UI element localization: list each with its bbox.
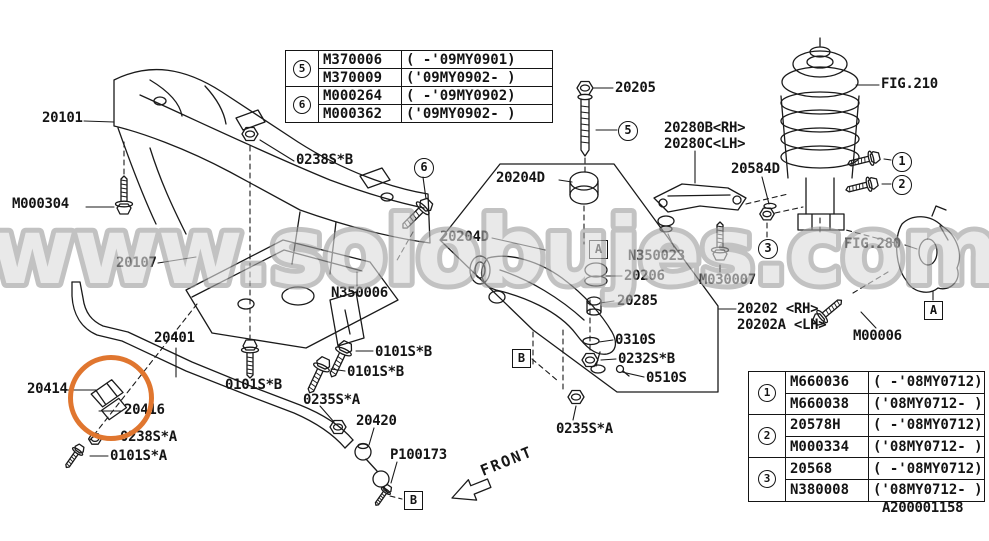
part-label-20204d-2: 20204D xyxy=(440,229,489,245)
model-range-cell: ('08MY0712- ) xyxy=(868,435,985,459)
table-callout-cell: 1 xyxy=(748,370,786,416)
model-range-cell: ('09MY0902- ) xyxy=(401,68,553,87)
part-label-0310s: 0310S xyxy=(615,332,656,348)
part-label-20280b: 20280B<RH> xyxy=(664,120,746,136)
part-number-cell: M370006 xyxy=(318,50,402,69)
part-number-cell: M000264 xyxy=(318,86,402,105)
model-range-cell: ( -'08MY0712) xyxy=(868,371,985,394)
applicability-table-top: 5 M370006 ( -'09MY0901) M370009 ('09MY09… xyxy=(285,50,553,123)
model-range-cell: ( -'08MY0712) xyxy=(868,457,985,480)
part-label-20285: 20285 xyxy=(617,293,658,309)
part-label-20107: 20107 xyxy=(116,255,157,271)
part-label-0101sb-1: 0101S*B xyxy=(375,344,432,360)
model-range-cell: ('08MY0712- ) xyxy=(868,478,985,502)
model-range-cell: ('09MY0902- ) xyxy=(401,104,553,123)
part-label-20280c: 20280C<LH> xyxy=(664,136,746,152)
part-label-0235sa-1: 0235S*A xyxy=(303,392,360,408)
part-label-20414: 20414 xyxy=(27,381,68,397)
part-label-20206: 20206 xyxy=(624,268,665,284)
model-range-cell: ('08MY0712- ) xyxy=(868,392,985,416)
part-label-0101sa: 0101S*A xyxy=(110,448,167,464)
front-arrow-icon xyxy=(452,479,491,500)
control-arm-inset xyxy=(440,80,718,405)
part-label-n350023: N350023 xyxy=(628,248,685,264)
part-number-cell: M000362 xyxy=(318,104,402,123)
callout-2: 2 xyxy=(892,175,912,195)
part-label-p100173: P100173 xyxy=(390,447,447,463)
part-number-cell: M660036 xyxy=(785,371,869,394)
part-number-cell: N380008 xyxy=(785,478,869,502)
part-label-m030007: M030007 xyxy=(699,272,756,288)
drawing-number: A200001158 xyxy=(882,500,964,516)
part-label-20202: 20202 <RH> xyxy=(737,301,819,317)
table-callout-cell: 5 xyxy=(285,50,319,87)
part-number-cell: M660038 xyxy=(785,392,869,416)
part-label-0232sb: 0232S*B xyxy=(618,351,675,367)
part-label-20205: 20205 xyxy=(615,80,656,96)
section-marker-b2: B xyxy=(404,491,423,510)
knuckle-drawing xyxy=(897,206,960,292)
part-label-0101sb-3: 0101S*B xyxy=(225,377,282,393)
figure-ref-fig280: FIG.280 xyxy=(844,236,901,252)
model-range-cell: ( -'08MY0712) xyxy=(868,414,985,437)
part-number-cell: M370009 xyxy=(318,68,402,87)
lower-control-arm-drawing xyxy=(482,256,616,354)
part-label-20204d-1: 20204D xyxy=(496,170,545,186)
part-label-m00006: M00006 xyxy=(853,328,902,344)
part-label-0101sb-2: 0101S*B xyxy=(347,364,404,380)
applicability-table-bottom: 1 M660036 ( -'08MY0712) M660038 ('08MY07… xyxy=(748,370,985,502)
section-marker-b1: B xyxy=(512,349,531,368)
section-marker-a2: A xyxy=(924,301,943,320)
callout-3: 3 xyxy=(758,239,778,259)
table-callout-cell: 6 xyxy=(285,86,319,123)
table-callout-cell: 2 xyxy=(748,414,786,459)
part-label-20101: 20101 xyxy=(42,110,83,126)
part-number-cell: M000334 xyxy=(785,435,869,459)
part-label-n350006: N350006 xyxy=(331,285,388,301)
part-number-cell: 20568 xyxy=(785,457,869,480)
part-label-20401: 20401 xyxy=(154,330,195,346)
callout-6: 6 xyxy=(414,158,434,178)
part-label-20420: 20420 xyxy=(356,413,397,429)
table-callout-cell: 3 xyxy=(748,457,786,502)
part-label-0235sa-2: 0235S*A xyxy=(556,421,613,437)
section-marker-a1: A xyxy=(589,240,608,259)
part-label-0238sb: 0238S*B xyxy=(296,152,353,168)
strut-drawing xyxy=(781,38,859,230)
model-range-cell: ( -'09MY0901) xyxy=(401,50,553,69)
part-label-m000304: M000304 xyxy=(12,196,69,212)
front-direction-label: FRONT xyxy=(478,442,536,479)
highlight-circle xyxy=(68,355,154,441)
model-range-cell: ( -'09MY0902) xyxy=(401,86,553,105)
bracket-drawing xyxy=(654,184,776,261)
figure-ref-fig210: FIG.210 xyxy=(881,76,938,92)
support-plate-drawing xyxy=(186,240,398,348)
part-number-cell: 20578H xyxy=(785,414,869,437)
leader-lines xyxy=(67,85,933,483)
crossmember-drawing xyxy=(114,70,430,274)
part-label-0510s: 0510S xyxy=(646,370,687,386)
callout-1: 1 xyxy=(892,152,912,172)
part-label-20584d: 20584D xyxy=(731,161,780,177)
part-label-20202a: 20202A <LH> xyxy=(737,317,827,333)
callout-5: 5 xyxy=(618,121,638,141)
